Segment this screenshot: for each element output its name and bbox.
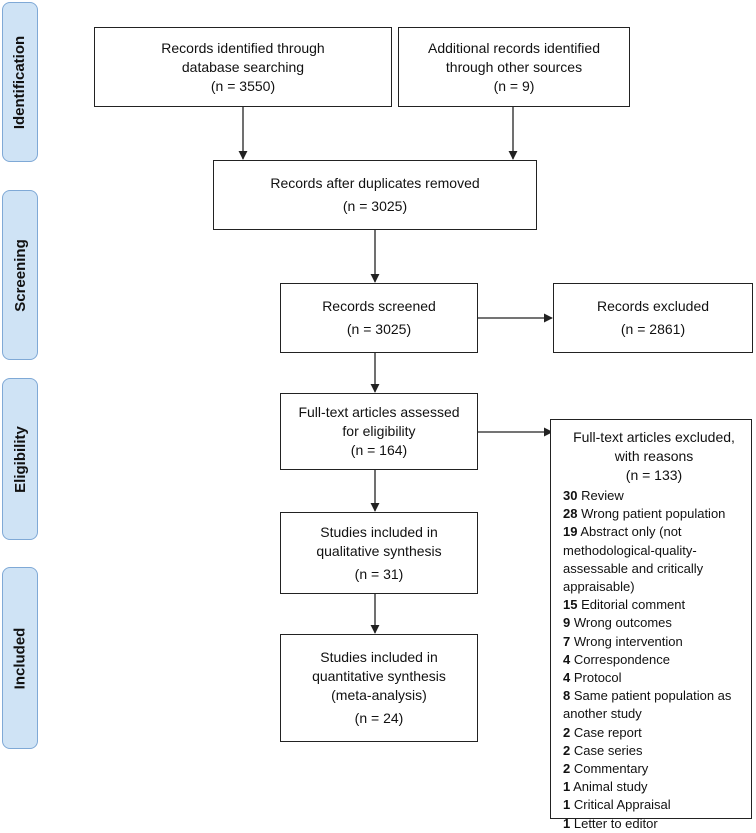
exclusion-reason: 7 Wrong intervention (563, 633, 745, 651)
phase-identification: Identification (2, 2, 38, 162)
reason-text: Wrong intervention (573, 633, 683, 649)
reason-count: 30 (563, 488, 578, 503)
reason-text: Commentary (573, 761, 649, 777)
box-line: qualitative synthesis (316, 542, 442, 559)
reason-count: 2 (563, 724, 571, 740)
reason-count: 2 (563, 742, 571, 758)
phase-screening: Screening (2, 190, 38, 360)
reason-count: 8 (563, 688, 571, 704)
exclusion-reason: 15 Editorial comment (563, 596, 745, 614)
exclusions-header-line: Full-text articles excluded, (573, 429, 735, 445)
exclusion-reason: 1 Critical Appraisal (563, 796, 745, 814)
phase-included: Included (2, 567, 38, 749)
exclusion-reason: 28 Wrong patient population (563, 505, 745, 523)
box-line: Records excluded (596, 298, 710, 314)
full-text-excluded-box: Full-text articles excluded, with reason… (550, 419, 752, 831)
exclusions-header-count: (n = 133) (625, 467, 683, 483)
box-count: (n = 9) (493, 77, 535, 94)
reason-text: Protocol (573, 670, 622, 686)
box-count: (n = 24) (354, 710, 404, 726)
exclusion-reason: 8 Same patient population as another stu… (563, 687, 745, 723)
exclusion-reason: 4 Correspondence (563, 651, 745, 669)
box-line: Additional records identified (428, 39, 600, 56)
box-count: (n = 3025) (346, 321, 412, 337)
reason-text: Review (581, 488, 624, 503)
exclusion-reason: 9 Wrong outcomes (563, 614, 745, 632)
reason-text: Wrong patient population (581, 506, 726, 522)
box-line: Full-text articles assessed (298, 404, 460, 420)
records-screened-box: Records screened (n = 3025) (280, 283, 478, 353)
reason-text: Critical Appraisal (573, 797, 671, 813)
box-line: database searching (181, 58, 305, 75)
exclusion-reason: 4 Protocol (563, 669, 745, 687)
exclusion-reason: 2 Case series (563, 742, 745, 760)
reason-count: 15 (563, 597, 578, 613)
box-line: through other sources (445, 58, 583, 75)
duplicates-removed-box: Records after duplicates removed (n = 30… (213, 160, 537, 230)
box-count: (n = 164) (350, 442, 408, 458)
box-count: (n = 3550) (210, 77, 276, 94)
reason-count: 4 (563, 651, 571, 667)
exclusions-header: Full-text articles excluded, with reason… (563, 428, 745, 485)
box-line: for eligibility (342, 423, 416, 439)
reason-count: 28 (563, 506, 578, 522)
exclusion-reason: 2 Case report (563, 724, 745, 742)
reason-count: 1 (563, 815, 571, 831)
full-text-assessed-box: Full-text articles assessed for eligibil… (280, 393, 478, 470)
box-line: (meta-analysis) (331, 687, 427, 703)
reason-count: 2 (563, 761, 571, 777)
box-count: (n = 31) (354, 565, 404, 582)
exclusion-reason: 1 Animal study (563, 778, 745, 796)
quantitative-synthesis-box: Studies included in quantitative synthes… (280, 634, 478, 742)
box-line: Records screened (322, 298, 436, 314)
reason-count: 9 (563, 615, 571, 631)
reason-text: Abstract only (not methodological-qualit… (563, 524, 704, 595)
reason-text: Animal study (573, 779, 648, 795)
exclusion-reason: 19 Abstract only (not methodological-qua… (563, 523, 745, 596)
reason-text: Wrong outcomes (573, 615, 672, 631)
qualitative-synthesis-box: Studies included in qualitative synthesi… (280, 512, 478, 594)
box-line: Records identified through (161, 39, 325, 56)
reason-count: 1 (563, 797, 571, 813)
box-line: Studies included in (320, 649, 438, 665)
database-records-box: Records identified through database sear… (94, 27, 392, 107)
exclusions-header-line: with reasons (614, 448, 694, 464)
reason-text: Correspondence (573, 651, 670, 667)
reason-count: 19 (563, 524, 578, 540)
exclusion-reason: 1 Letter to editor (563, 815, 745, 833)
phase-eligibility: Eligibility (2, 378, 38, 540)
reason-text: Letter to editor (573, 815, 658, 831)
reason-text: Same patient population as another study (563, 688, 732, 722)
reason-count: 1 (563, 779, 571, 795)
reason-count: 4 (563, 670, 571, 686)
box-line: Studies included in (320, 523, 438, 540)
reason-text: Case report (573, 724, 642, 740)
box-line: quantitative synthesis (312, 668, 446, 684)
reason-text: Case series (573, 742, 643, 758)
records-excluded-box: Records excluded (n = 2861) (553, 283, 753, 353)
box-line: Records after duplicates removed (270, 175, 480, 191)
reason-count: 7 (563, 633, 571, 649)
exclusion-reason: 2 Commentary (563, 760, 745, 778)
other-sources-box: Additional records identified through ot… (398, 27, 630, 107)
box-count: (n = 3025) (342, 198, 408, 214)
exclusion-reason: 30 Review (563, 487, 745, 505)
reason-text: Editorial comment (581, 597, 686, 613)
box-count: (n = 2861) (620, 321, 686, 337)
